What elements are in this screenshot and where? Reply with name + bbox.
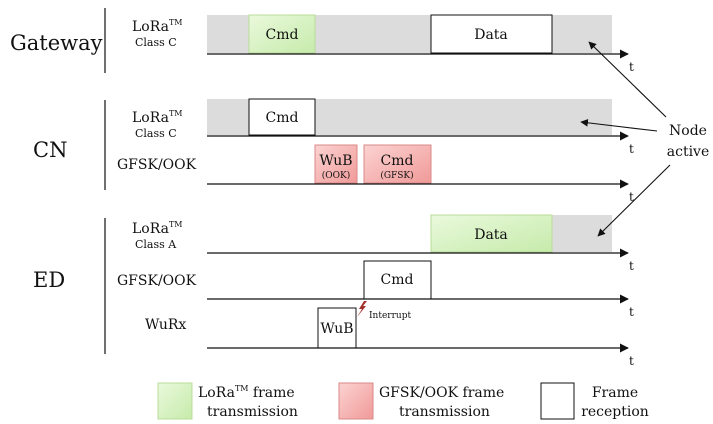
legend-gfsk-line1: GFSK/OOK frame: [379, 385, 504, 401]
row-sublabel-cn: Class C: [135, 127, 177, 140]
ed-wub-label: WuB: [320, 321, 353, 337]
legend-lora-swatch: [157, 382, 193, 420]
cn-gfsk-cmd-sublabel: (GFSK): [380, 170, 413, 181]
row-label-sup: TM: [169, 18, 183, 27]
legend-reception-swatch: [540, 382, 575, 420]
row-label-ed-gfsk: GFSK/OOK: [117, 273, 197, 289]
legend-gfsk-swatch: [338, 382, 374, 420]
legend-lora-line1: LoRaTM frame: [198, 384, 295, 401]
row-label-gateway-lora: LoRaTM: [132, 18, 182, 35]
legend-reception-line1: Frame: [592, 385, 638, 401]
ed-data-frame: [430, 214, 553, 253]
legend-lora-suffix: frame: [248, 385, 294, 401]
time-label: t: [629, 354, 634, 368]
legend-lora-sup: TM: [235, 384, 249, 393]
node-active-arrow-gateway: [588, 41, 667, 118]
gateway-data-label: Data: [474, 27, 508, 43]
row-sublabel-gateway: Class C: [135, 36, 177, 49]
cn-cmd-frame: [248, 98, 316, 136]
time-label: t: [629, 259, 634, 273]
node-active-label-line2: active: [667, 144, 710, 160]
cn-gfsk-cmd-frame: [363, 144, 432, 184]
row-label-sup: TM: [169, 220, 183, 229]
time-label: t: [629, 190, 634, 204]
legend-gfsk-line2: transmission: [399, 404, 490, 420]
time-label: t: [629, 305, 634, 319]
cn-gfsk-cmd-label: Cmd: [381, 153, 414, 169]
cn-wub-label: WuB: [319, 153, 352, 169]
legend-reception-line2: reception: [581, 404, 649, 420]
row-label-cn-gfsk: GFSK/OOK: [117, 157, 197, 173]
legend-lora-name: LoRa: [198, 385, 235, 401]
row-label-ed-wurx: WuRx: [145, 317, 186, 333]
cn-cmd-label: Cmd: [266, 110, 299, 126]
time-label: t: [629, 60, 634, 74]
interrupt-icon: [357, 301, 367, 317]
legend: LoRaTM frame transmission GFSK/OOK frame…: [157, 382, 649, 420]
cn-wub-sublabel: (OOK): [322, 170, 351, 181]
row-sublabel-ed: Class A: [135, 238, 177, 251]
row-label-name: LoRa: [132, 19, 169, 35]
ed-wub-frame: [317, 307, 357, 349]
group-label-ed: ED: [33, 268, 65, 292]
node-active-label-line1: Node: [669, 123, 707, 139]
node-active-arrow-cn: [580, 118, 658, 132]
group-label-cn: CN: [33, 138, 67, 162]
group-label-gateway: Gateway: [10, 31, 103, 55]
row-label-cn-lora: LoRaTM: [132, 109, 182, 126]
time-label: t: [629, 142, 634, 156]
node-active-arrow-ed: [597, 164, 671, 237]
interrupt-label: Interrupt: [369, 311, 411, 321]
row-label-name: LoRa: [132, 221, 169, 237]
row-label-name: LoRa: [132, 110, 169, 126]
ed-cmd-label: Cmd: [381, 272, 414, 288]
gateway-cmd-label: Cmd: [266, 27, 299, 43]
cn-wub-frame: [314, 144, 358, 184]
gateway-data-frame: [430, 14, 553, 54]
legend-lora-line2: transmission: [207, 404, 298, 420]
ed-cmd-frame: [363, 260, 432, 300]
row-label-ed-lora: LoRaTM: [132, 220, 182, 237]
ed-data-label: Data: [474, 227, 508, 243]
gateway-cmd-frame: [248, 14, 316, 54]
row-label-sup: TM: [169, 109, 183, 118]
